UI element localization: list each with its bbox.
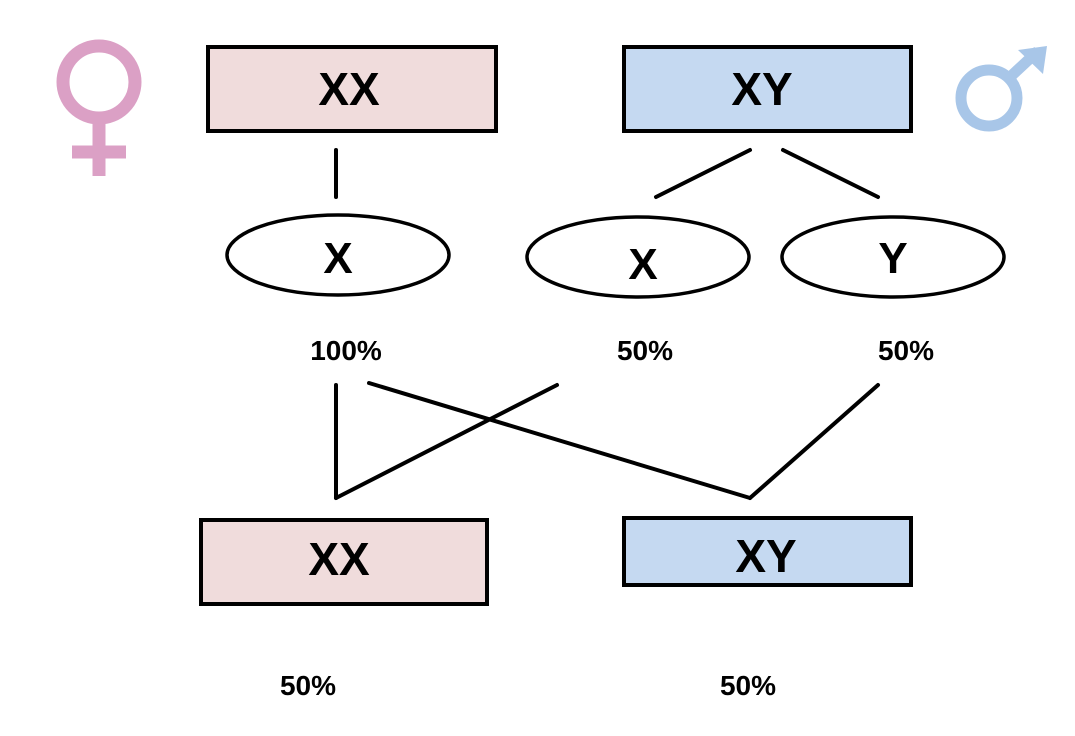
mother-genotype-label: XX xyxy=(318,63,380,115)
gamete-father-y: Y xyxy=(780,215,1006,299)
father-genotype-box: XY xyxy=(622,45,913,133)
gamete-mother-x-probability: 100% xyxy=(310,335,382,366)
daughter-genotype-box: XX xyxy=(199,518,489,606)
gamete-father-y-probability: 50% xyxy=(878,335,934,366)
mother-genotype-box: XX xyxy=(206,45,498,133)
son-probability: 50% xyxy=(720,670,776,701)
daughter-genotype-label: XX xyxy=(308,533,370,585)
daughter-probability: 50% xyxy=(280,670,336,701)
female-symbol-icon xyxy=(56,39,142,176)
gamete-mother-x-label: X xyxy=(323,234,352,283)
edge-father-to-x xyxy=(654,148,752,199)
edge-father-x-to-daughter xyxy=(334,383,559,500)
son-genotype-label: XY xyxy=(735,530,796,582)
edge-mother-x-to-son xyxy=(367,381,752,500)
son-genotype-box: XY xyxy=(622,516,913,587)
gamete-father-x: X xyxy=(525,215,751,299)
gamete-father-y-label: Y xyxy=(878,234,907,283)
edge-father-y-to-son xyxy=(748,383,880,500)
male-symbol-icon xyxy=(955,46,1047,132)
gamete-father-x-label: X xyxy=(628,240,657,289)
gamete-father-x-probability: 50% xyxy=(617,335,673,366)
edge-father-to-y xyxy=(781,148,880,199)
father-genotype-label: XY xyxy=(731,63,792,115)
gamete-mother-x: X xyxy=(225,213,451,297)
